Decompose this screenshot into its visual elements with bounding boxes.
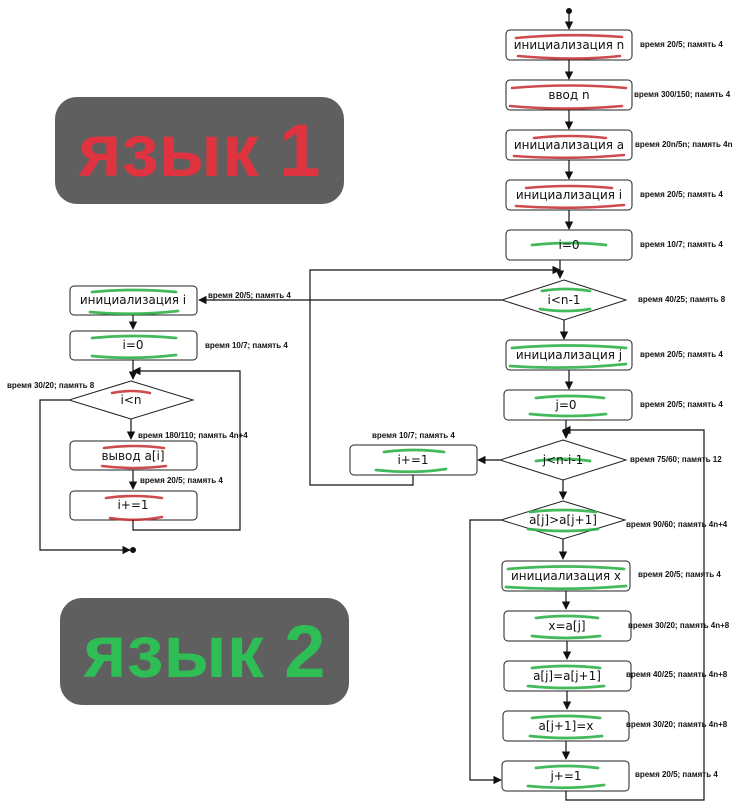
note-j-inc: время 20/5; память 4 [635, 770, 718, 779]
node-label: инициализация n [514, 38, 625, 52]
note-left-init-i: время 20/5; память 4 [208, 291, 291, 300]
node-label: i=0 [558, 238, 579, 252]
note-init-n: время 20/5; память 4 [640, 40, 723, 49]
node-label: вывод a[i] [101, 449, 164, 463]
language-1-label: язык 1 [78, 109, 321, 192]
node-a1-assign: a[j+1]=x [502, 710, 630, 742]
node-label: a[j+1]=x [539, 719, 594, 733]
node-label: i<n [121, 393, 142, 407]
node-label: i<n-1 [548, 293, 581, 307]
node-label: инициализация i [516, 188, 622, 202]
left-node-i-increment: i+=1 [69, 490, 198, 522]
node-input-n: ввод n [505, 79, 633, 111]
node-j0: j=0 [503, 389, 633, 421]
note-left-i-inc: время 20/5; память 4 [140, 476, 223, 485]
node-label: j=0 [554, 398, 576, 412]
loop-arrow [132, 366, 241, 531]
node-label: a[j]>a[j+1] [529, 513, 597, 527]
decision-j-lt-n-i-1: j<n-i-1 [498, 439, 628, 481]
note-init-j: время 20/5; память 4 [640, 350, 723, 359]
node-label: инициализация x [511, 569, 621, 583]
node-i0: i=0 [505, 229, 633, 261]
note-input-n: время 300/150; память 4 [634, 90, 731, 99]
note-cond-i: время 40/25; память 8 [638, 295, 726, 304]
left-node-init-i: инициализация i [69, 285, 198, 316]
note-i0: время 10/7; память 4 [640, 240, 723, 249]
language-2-banner: язык 2 [60, 598, 349, 705]
decision-i-lt-n-1: i<n-1 [500, 279, 628, 321]
note-init-x: время 20/5; память 4 [638, 570, 721, 579]
node-a-assign: a[j]=a[j+1] [503, 660, 632, 692]
node-label: i+=1 [117, 498, 148, 512]
node-label: a[j]=a[j+1] [533, 669, 601, 683]
left-flowchart: инициализация i i=0 i<n вывод a[i] [39, 285, 241, 555]
node-init-j: инициализация j [505, 339, 633, 371]
note-j0: время 20/5; память 4 [640, 400, 723, 409]
node-init-a: инициализация a [505, 129, 633, 161]
left-node-i0: i=0 [69, 330, 198, 361]
loop-arrow [562, 425, 705, 801]
language-1-banner: язык 1 [55, 97, 344, 204]
node-label: j<n-i-1 [542, 453, 584, 467]
node-j-increment: j+=1 [501, 760, 630, 792]
node-label: инициализация i [80, 293, 186, 307]
decision-swap: a[j]>a[j+1] [499, 500, 627, 540]
note-a-assign: время 40/25; память 4n+8 [626, 670, 728, 679]
node-label: инициализация j [516, 348, 622, 362]
node-label: x=a[j] [548, 619, 585, 633]
cost-annotations: время 20/5; память 4 время 300/150; памя… [7, 40, 733, 779]
loop-arrow [309, 265, 561, 486]
note-left-output: время 180/110; память 4n+4 [138, 431, 248, 440]
note-cond-swap: время 90/60; память 4n+4 [626, 520, 728, 529]
node-label: i+=1 [397, 453, 428, 467]
note-init-a: время 20n/5n; память 4n [635, 140, 733, 149]
note-init-i: время 20/5; память 4 [640, 190, 723, 199]
right-flowchart: инициализация n ввод n инициализация a и… [198, 8, 705, 801]
left-node-output: вывод a[i] [69, 440, 198, 471]
note-cond-j: время 75/60; память 12 [630, 455, 722, 464]
node-label: ввод n [548, 88, 589, 102]
node-init-n: инициализация n [505, 29, 633, 61]
node-i-increment: i+=1 [349, 444, 478, 476]
arrow [469, 519, 502, 785]
note-i-inc: время 10/7; память 4 [372, 431, 455, 440]
note-left-cond: время 30/20; память 8 [7, 381, 95, 390]
note-x-assign: время 30/20; память 4n+8 [628, 621, 730, 630]
note-a1-assign: время 30/20; память 4n+8 [626, 720, 728, 729]
node-init-i: инициализация i [505, 179, 633, 211]
node-init-x: инициализация x [501, 560, 631, 592]
note-left-i0: время 10/7; память 4 [205, 341, 288, 350]
node-label: инициализация a [514, 138, 624, 152]
node-label: j+=1 [549, 769, 581, 783]
node-x-assign: x=a[j] [503, 610, 632, 642]
end-point [130, 547, 136, 553]
node-label: i=0 [122, 338, 143, 352]
arrow [39, 399, 131, 555]
language-2-label: язык 2 [83, 610, 326, 693]
